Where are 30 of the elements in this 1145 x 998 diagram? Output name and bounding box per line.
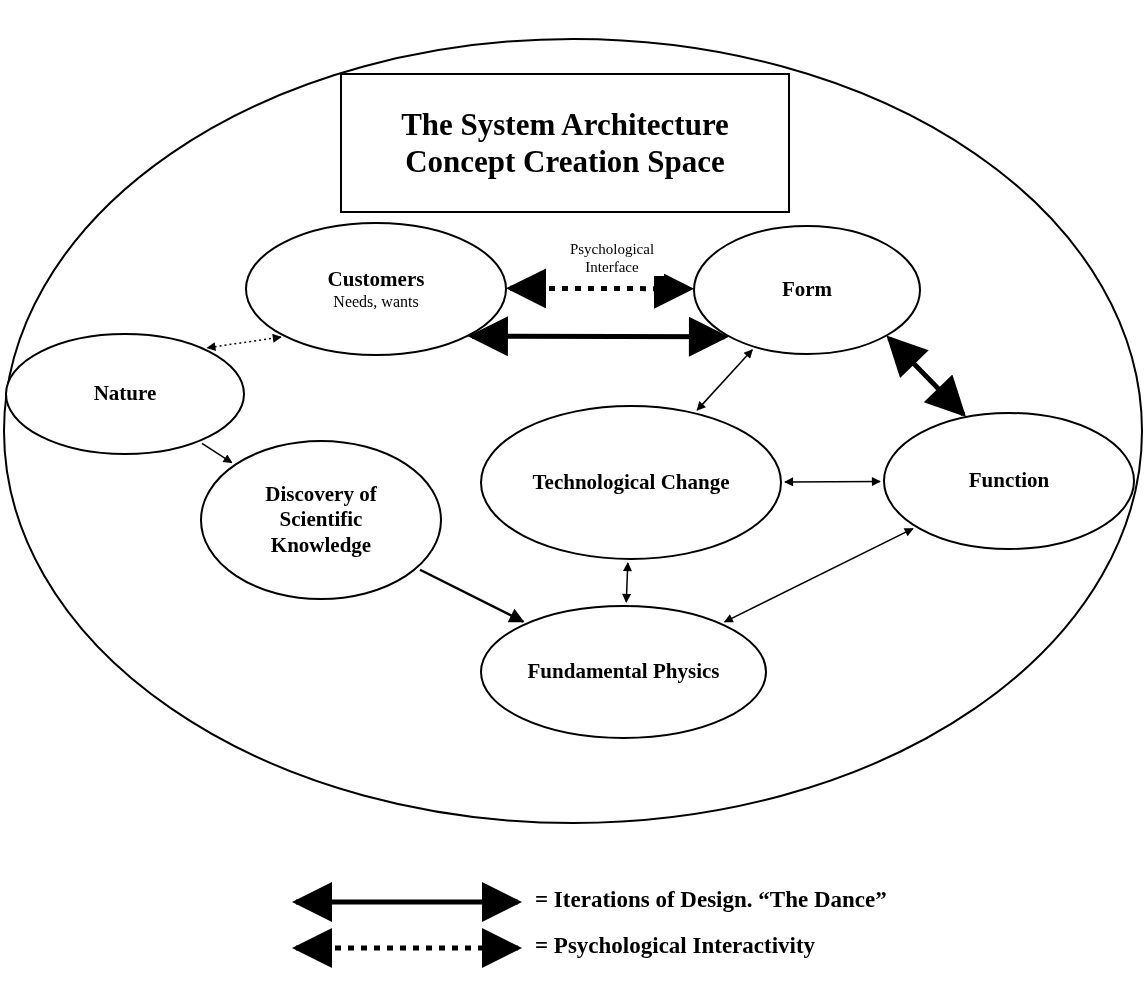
node-label: Form — [781, 277, 833, 303]
node-label: Nature — [93, 381, 157, 407]
enclosing-oval — [3, 38, 1143, 824]
arrow — [419, 568, 525, 623]
arrow — [696, 349, 754, 411]
title-box — [340, 73, 790, 213]
oval-node — [480, 605, 767, 739]
oval-node — [480, 405, 782, 560]
node-label: Discovery of Scientific Knowledge — [264, 482, 378, 558]
arrow — [723, 527, 914, 623]
arrow — [506, 268, 694, 309]
node-label: Function — [968, 468, 1050, 494]
node-label: Fundamental Physics — [527, 659, 720, 685]
legend-text: = Iterations of Design. “The Dance” — [535, 887, 887, 913]
oval-node — [200, 440, 442, 600]
node-label: Customers — [327, 266, 425, 292]
oval-node — [883, 412, 1135, 550]
arrow — [622, 562, 632, 603]
arrow — [784, 477, 881, 487]
arrow — [467, 316, 729, 357]
oval-node — [5, 333, 245, 455]
arrow — [206, 333, 282, 352]
arrow — [201, 442, 233, 464]
oval-node — [693, 225, 921, 355]
node-label: Technological Change — [532, 469, 730, 496]
title-text: The System Architecture Concept Creation Space — [400, 105, 730, 181]
oval-node — [245, 222, 507, 356]
arrow — [886, 335, 966, 417]
node-subtitle: Needs, wants — [333, 292, 419, 312]
legend-text: = Psychological Interactivity — [535, 933, 816, 959]
